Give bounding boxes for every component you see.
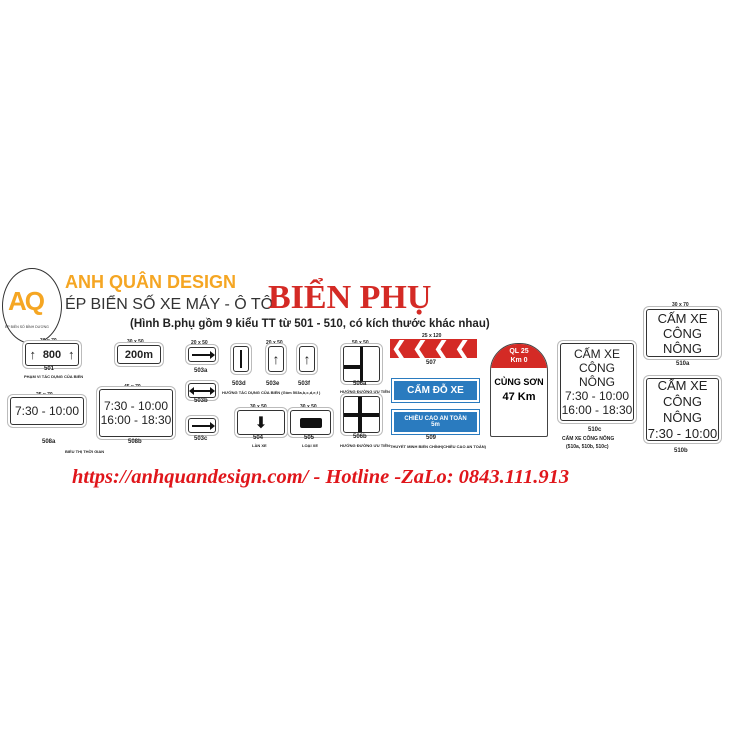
sign-code: 510c [588,427,602,433]
sign-line: CẤM XE [573,347,620,361]
sign-text: 200m [124,348,154,361]
sign-line: 16:00 - 18:30 [561,403,633,417]
sign-503d [233,346,249,372]
sign-508b: 7:30 - 10:00 16:00 - 18:30 [99,389,173,437]
sign-code: 507 [426,360,437,366]
km-label: Km 0 [510,357,528,364]
sign-code: 504 [253,435,264,441]
place-label: CỦNG SƠN [494,377,544,387]
sign-code: 505 [304,435,315,441]
page-title: BIỂN PHỤ [268,279,432,316]
sign-text: 5m [431,422,440,428]
double-arrow-icon [189,386,215,395]
sign-code: 503f [298,381,311,387]
sign-503e: ↑ [268,346,284,372]
sign-text: 800 [42,348,62,361]
size-label: 30 x 50 [300,404,317,410]
arrow-right-icon [192,350,215,359]
size-label: 30 x 70 [672,302,689,308]
sign-code: 503d [232,381,246,387]
sign-503b [188,383,216,398]
sign-503f: ↑ [299,346,315,372]
sign-text: 7:30 - 10:00 [14,404,80,418]
sign-line: 7:30 - 10:00 [103,399,169,413]
sign-code: 503c [194,436,208,442]
sign-503a [188,347,216,362]
sign-200m: 200m [117,345,161,364]
sign-501: ↑ 800 ↑ [25,343,79,366]
sign-line: 16:00 - 18:30 [100,413,172,427]
sign-line: CẤM XE [657,377,708,393]
sign-desc: HƯỚNG TÁC DỤNG CỦA BIỂN (Gồm 503a,b,c,d,… [222,390,321,395]
sign-line: CÔNG NÔNG [579,361,615,389]
sign-code: 503b [194,398,208,404]
sign-desc: THUYẾT MINH BIỂN CHÍNH(CHIỀU CAO AN TOÀN… [390,444,486,449]
sign-line: 7:30 - 10:00 [564,389,630,403]
line-icon [240,350,242,368]
sign-code: 509 [426,435,437,441]
arrow-right-icon [192,421,215,430]
watermark-link[interactable]: https://anhquandesign.com/ - Hotline -Za… [72,466,570,488]
sign-506a [343,346,380,382]
sign-503c [188,418,216,433]
logo-mark: AQ [8,286,45,316]
size-label: 20 x 50 [191,340,208,346]
sign-code: 506a [353,381,367,387]
size-label: 25 x 120 [422,333,442,339]
sign-desc: HƯỚNG ĐƯỜNG ƯU TIÊN [340,389,390,394]
sign-text: CHIỀU CAO AN TOÀN [404,416,467,422]
road-label: QL 25 [509,348,529,355]
sign-desc: BIỂU THỊ THỜI GIAN [65,449,105,454]
sign-code: 510b [674,448,688,454]
sign-code: 506b [353,434,367,440]
size-label: 30 x 70 [40,338,57,344]
arrow-up-icon: ↑ [68,347,75,362]
size-label: 20 x 50 [266,340,283,346]
logo-caption: ÉP BIỂN SỐ BÌNH DƯƠNG [5,325,49,329]
truck-icon [299,417,322,428]
subtitle: (Hình B.phụ gồm 9 kiểu TT từ 501 - 510, … [130,318,490,330]
sign-line: CÔNG NÔNG [663,325,702,356]
sign-507: ❮❮❮❮ [390,338,477,358]
size-label: 45 x 70 [124,384,141,390]
sign-desc: LÀN XE [252,443,267,448]
brand-name: ANH QUÂN DESIGN [65,272,237,292]
sign-desc: PHẠM VI TÁC DỤNG CỦA BIỂN [24,374,84,379]
size-label: 25 x 70 [36,392,53,398]
brand-tagline: ÉP BIỂN SỐ XE MÁY - Ô TÔ [65,296,274,313]
sign-504: ⬇ [237,410,285,435]
sign-code: 508b [128,439,142,445]
sign-line: CÔNG NÔNG [663,393,702,425]
sign-desc: CẤM XE CÔNG NÔNG [562,436,615,442]
sign-505 [290,410,331,435]
sign-line: 7:30 - 10:00 [647,425,718,441]
distance-label: 47 Km [502,391,536,403]
sign-509a: CẤM ĐỖ XE [392,379,479,402]
size-label: 30 x 50 [250,404,267,410]
sign-desc: LOẠI XE [302,443,319,448]
sign-text: CẤM ĐỖ XE [407,385,464,396]
sign-desc: (510a, 510b, 510c) [566,444,609,450]
sign-desc: HƯỚNG ĐƯỜNG ƯU TIÊN [340,443,390,448]
sign-milestone: QL 25 Km 0 CỦNG SƠN 47 Km [490,343,548,437]
sign-code: 503e [266,381,280,387]
sign-code: 501 [44,366,55,372]
size-label: 30 x 50 [127,339,144,345]
sign-code: 508a [42,439,56,445]
sign-line: CẤM XE [657,310,708,326]
sign-code: 503a [194,368,208,374]
sign-506b [343,396,380,433]
sign-508a: 7:30 - 10:00 [10,397,84,425]
sign-code: 510a [676,361,690,367]
arrow-up-icon: ↑ [29,347,36,362]
size-label: 50 x 50 [352,340,369,346]
